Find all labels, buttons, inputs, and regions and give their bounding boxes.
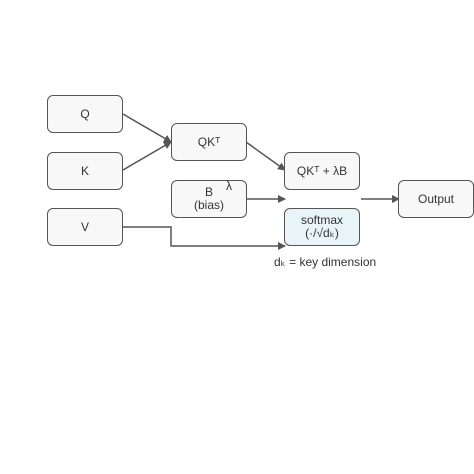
- edge-q-to-qk: [122, 113, 172, 143]
- node-v-label: V: [80, 219, 89, 234]
- node-softmax-sublabel: (·/√dₖ): [305, 226, 339, 240]
- node-bias-sublabel: (bias): [193, 198, 224, 212]
- key-dimension-note: dₖ = key dimension: [274, 255, 377, 269]
- node-v: V: [47, 208, 123, 246]
- node-qk-transpose-label: QKᵀ: [197, 134, 221, 149]
- lambda-label: λ: [226, 179, 232, 193]
- node-k: K: [47, 152, 123, 190]
- edge-k-to-qk: [122, 141, 172, 171]
- node-q-label: Q: [80, 106, 90, 121]
- node-bias-label: B: [204, 185, 213, 199]
- edge-qk-to-sum: [245, 141, 286, 171]
- node-bias: B (bias): [171, 180, 247, 218]
- node-sum: QKᵀ + λB: [284, 152, 360, 190]
- node-q: Q: [47, 95, 123, 133]
- node-k-label: K: [80, 163, 89, 178]
- node-output: Output: [398, 180, 474, 218]
- node-qk-transpose: QKᵀ: [171, 123, 247, 161]
- node-output-label: Output: [417, 191, 455, 206]
- node-sum-label: QKᵀ + λB: [296, 163, 348, 178]
- node-softmax: softmax (·/√dₖ): [284, 208, 360, 246]
- node-softmax-label: softmax: [300, 213, 343, 227]
- edge-v-to-softmax: [123, 226, 286, 250]
